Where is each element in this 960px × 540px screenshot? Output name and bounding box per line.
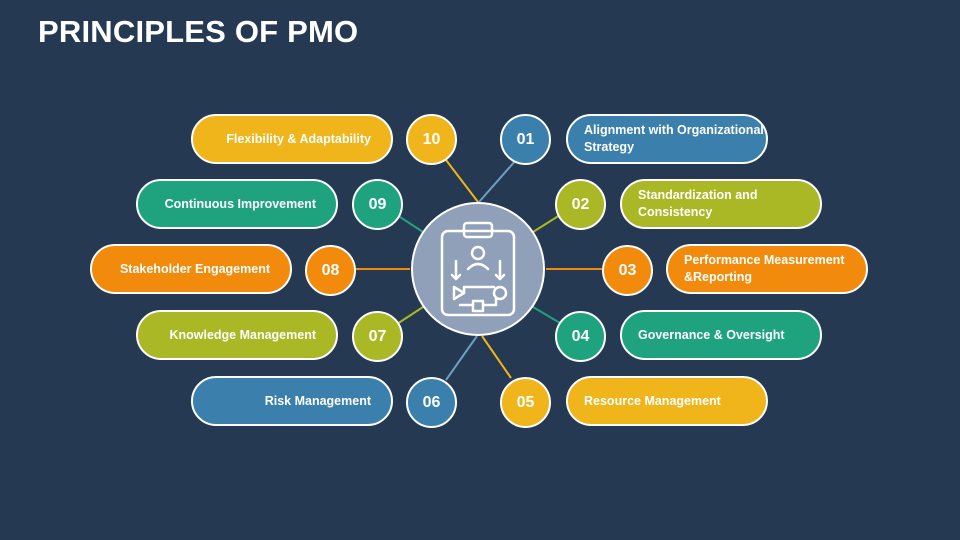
principle-07: Knowledge Management: [136, 310, 338, 360]
principle-label: Standardization and Consistency: [638, 188, 758, 219]
principle-label: Knowledge Management: [169, 327, 316, 342]
connector-02: [532, 214, 561, 233]
connector-05: [481, 335, 512, 379]
principle-09: Continuous Improvement: [136, 179, 338, 229]
page-title: PRINCIPLES OF PMO: [38, 14, 359, 49]
principle-10: Flexibility & Adaptability: [191, 114, 393, 164]
clipboard-process-icon: [440, 221, 516, 317]
principle-label: Continuous Improvement: [164, 196, 316, 211]
number-02: 02: [555, 179, 606, 230]
central-hub: [411, 202, 545, 336]
number-10: 10: [406, 114, 457, 165]
principle-01: Alignment with Organizational Strategy: [566, 114, 768, 164]
connector-04: [532, 306, 561, 324]
principle-04: Governance & Oversight: [620, 310, 822, 360]
principle-06: Risk Management: [191, 376, 393, 426]
principle-02: Standardization and Consistency: [620, 179, 822, 229]
number-06: 06: [406, 377, 457, 428]
number-09: 09: [352, 179, 403, 230]
connector-09: [396, 214, 424, 233]
principle-03: Performance Measurement &Reporting: [666, 244, 868, 294]
principle-label: Governance & Oversight: [638, 327, 785, 342]
principle-label: Flexibility & Adaptability: [226, 131, 371, 146]
number-01: 01: [500, 114, 551, 165]
connector-07: [396, 306, 424, 325]
principle-08: Stakeholder Engagement: [90, 244, 292, 294]
number-05: 05: [500, 377, 551, 428]
principle-label: Risk Management: [264, 393, 371, 408]
number-07: 07: [352, 311, 403, 362]
number-04: 04: [555, 311, 606, 362]
principle-label: Performance Measurement &Reporting: [684, 253, 845, 284]
connector-06: [445, 335, 478, 381]
principle-05: Resource Management: [566, 376, 768, 426]
principle-label: Resource Management: [584, 393, 721, 408]
number-08: 08: [305, 245, 356, 296]
number-03: 03: [602, 245, 653, 296]
principle-label: Stakeholder Engagement: [119, 261, 270, 276]
connector-01: [478, 159, 517, 203]
principle-label: Alignment with Organizational Strategy: [584, 123, 764, 154]
connector-10: [445, 159, 479, 203]
